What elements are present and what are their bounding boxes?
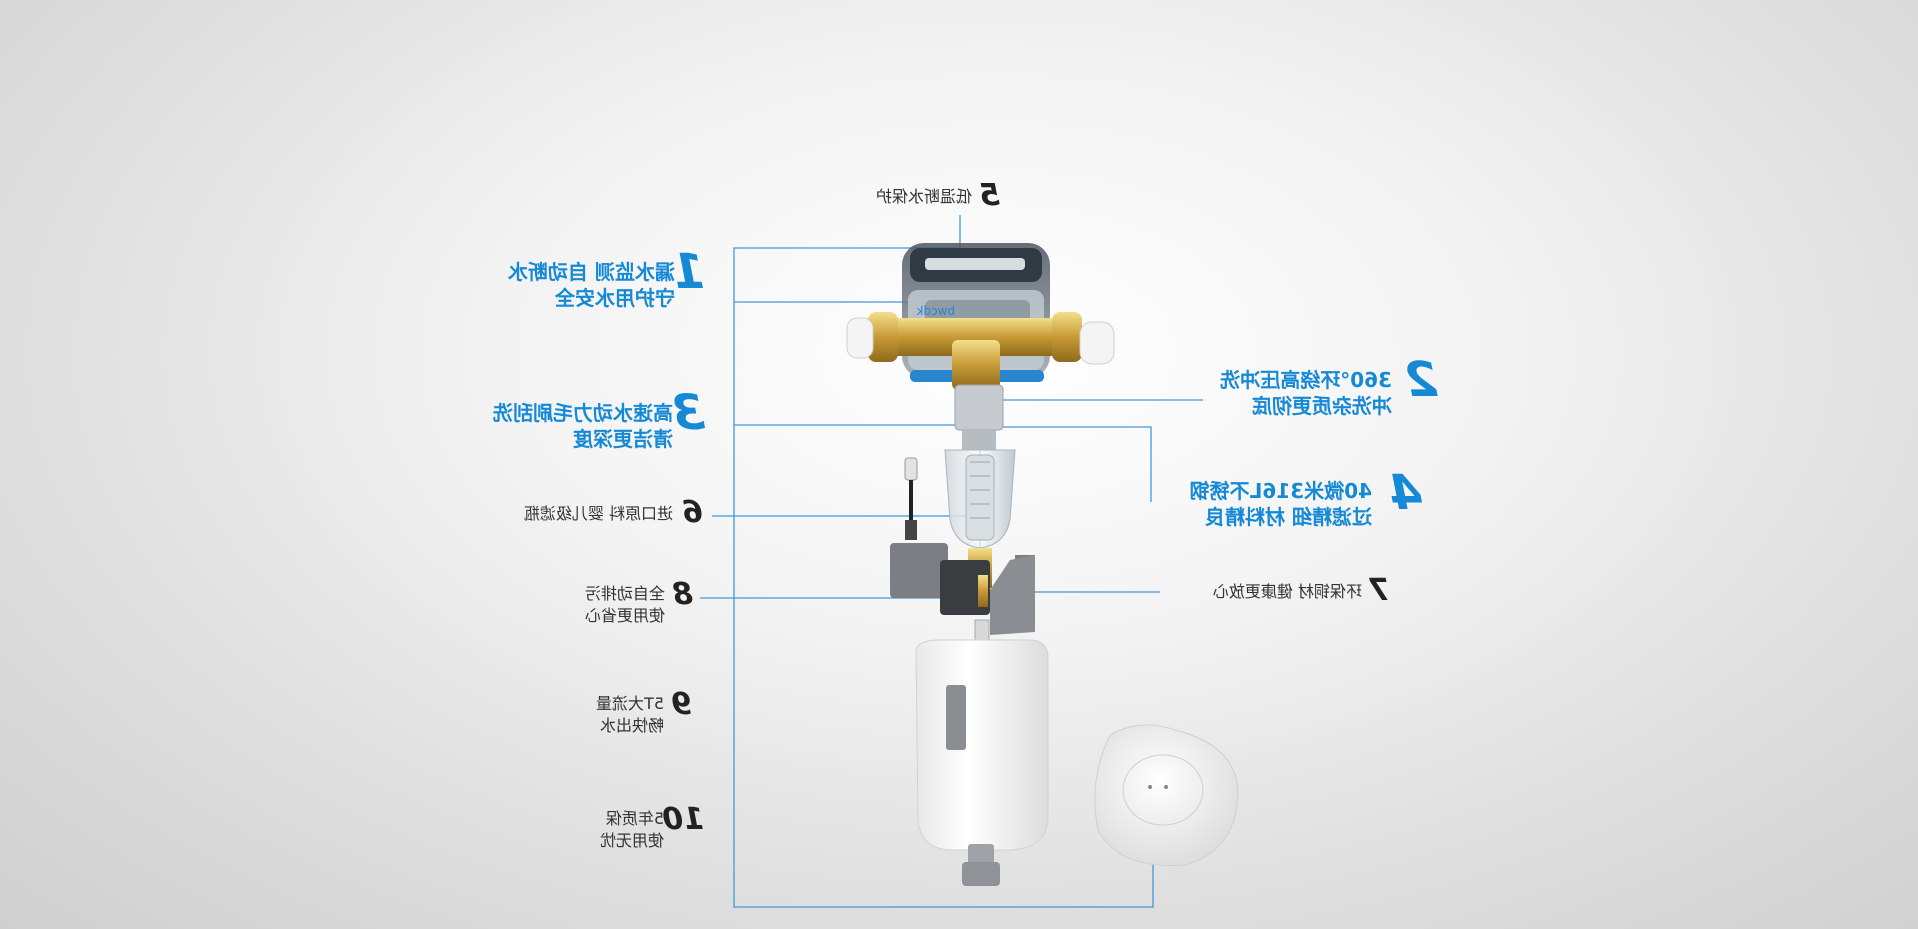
callout-line-1 xyxy=(733,247,1154,908)
feature-9-line-1: 5T大流量 xyxy=(596,694,664,713)
feature-5: 5 低温断水保护 xyxy=(870,178,1000,243)
leak-sensor-puck xyxy=(1094,724,1239,867)
feature-8-line-2: 使用更省心 xyxy=(584,606,665,625)
feature-3-line-1: 高速水动力毛刷刮洗 xyxy=(493,401,673,425)
feature-10: 10 5年质保 使用无忧 xyxy=(592,802,704,867)
feature-2: 2 360°环绕高压冲洗 冲洗杂质更彻底 xyxy=(1218,352,1438,422)
feature-10-number: 10 xyxy=(662,802,704,837)
feature-8: 8 全自动排污 使用更省心 xyxy=(578,577,693,642)
feature-7-line-1: 环保铜材 健康更放心 xyxy=(1212,582,1362,601)
feature-2-number: 2 xyxy=(1404,352,1438,408)
feature-3-line-2: 清洁更深度 xyxy=(573,427,673,451)
feature-4-line-1: 40微米316L不锈钢 xyxy=(1189,479,1372,503)
feature-7-number: 7 xyxy=(1369,573,1390,608)
svg-text:bwcdk: bwcdk xyxy=(916,304,955,318)
callout-line-4 xyxy=(975,426,1152,502)
base-housing xyxy=(915,619,1049,886)
feature-6-line-1: 进口原料 婴儿级滤瓶 xyxy=(523,504,673,523)
feature-1: 1 漏水监测 自动断水 守护用水安全 xyxy=(505,244,705,314)
feature-3-number: 3 xyxy=(671,385,705,441)
feature-3: 3 高速水动力毛刷刮洗 清洁更深度 xyxy=(480,385,705,455)
feature-5-line-1: 低温断水保护 xyxy=(875,187,972,206)
feature-2-line-1: 360°环绕高压冲洗 xyxy=(1220,368,1392,392)
feature-9-line-2: 畅快出水 xyxy=(599,716,664,735)
feature-6-number: 6 xyxy=(682,495,703,530)
feature-4-number: 4 xyxy=(1388,465,1422,521)
feature-2-line-2: 冲洗杂质更彻底 xyxy=(1252,394,1392,418)
feature-6: 6 进口原料 婴儿级滤瓶 xyxy=(508,495,703,560)
feature-9: 9 5T大流量 畅快出水 xyxy=(592,687,692,752)
drain-motor xyxy=(890,543,1035,635)
feature-10-line-2: 使用无忧 xyxy=(599,831,664,850)
feature-1-line-1: 漏水监测 自动断水 xyxy=(508,260,675,284)
feature-10-line-1: 5年质保 xyxy=(605,809,664,828)
feature-5-number: 5 xyxy=(979,178,1000,213)
feature-1-number: 1 xyxy=(671,244,705,300)
feature-4-line-2: 过滤精细 材料精良 xyxy=(1205,505,1372,529)
feature-8-line-1: 全自动排污 xyxy=(584,584,665,603)
feature-4: 4 40微米316L不锈钢 过滤精细 材料精良 xyxy=(1189,465,1422,535)
filter-neck xyxy=(954,384,1004,450)
feature-8-number: 8 xyxy=(672,577,693,612)
feature-9-number: 9 xyxy=(671,687,692,722)
feature-7: 7 环保铜材 健康更放心 xyxy=(1200,573,1390,638)
sensor-cable xyxy=(904,457,918,540)
feature-1-line-2: 守护用水安全 xyxy=(555,286,675,310)
filter-bowl xyxy=(944,449,1016,588)
brass-pipe xyxy=(846,312,1115,390)
